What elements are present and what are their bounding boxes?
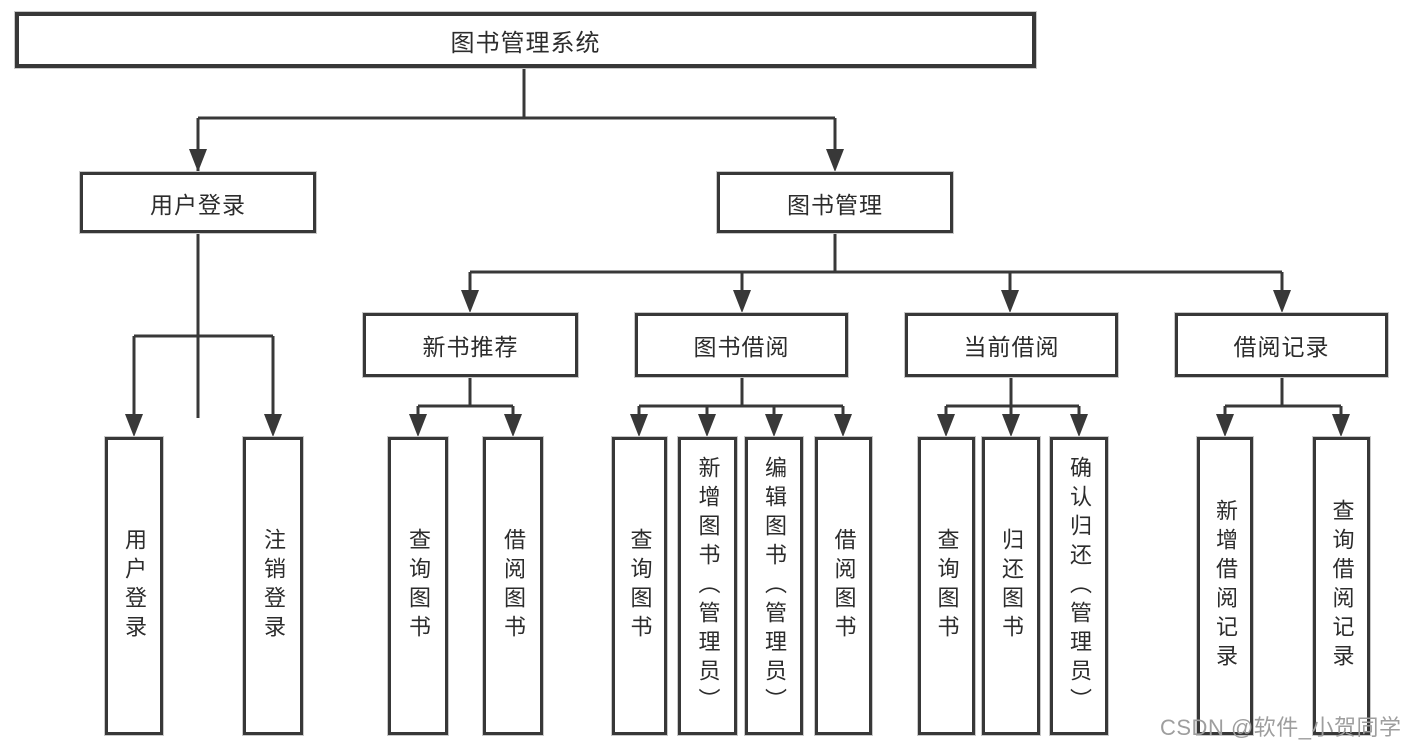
- node-user-login: 用户登录: [80, 172, 316, 233]
- leaf-label: 查询借阅记录: [1329, 499, 1355, 673]
- leaf-add-borrow-record: 新增借阅记录: [1197, 437, 1253, 735]
- leaf-confirm-return-admin: 确认归还（管理员）: [1050, 437, 1108, 735]
- leaf-user-login: 用户登录: [105, 437, 163, 735]
- leaf-label: 查询图书: [406, 528, 431, 644]
- leaf-label: 查询图书: [627, 528, 653, 644]
- node-root-system: 图书管理系统: [15, 12, 1036, 68]
- leaf-label: 新增图书（管理员）: [695, 455, 721, 717]
- leaf-query-borrow-record: 查询借阅记录: [1313, 437, 1370, 735]
- leaf-query-books-recommend: 查询图书: [388, 437, 448, 735]
- leaf-label: 确认归还（管理员）: [1067, 455, 1092, 717]
- leaf-return-books: 归还图书: [982, 437, 1040, 735]
- node-borrow-record: 借阅记录: [1175, 313, 1388, 377]
- watermark: CSDN @软件_小贺同学: [1160, 715, 1402, 740]
- leaf-label: 注销登录: [261, 528, 286, 644]
- node-current-borrow: 当前借阅: [905, 313, 1118, 377]
- leaf-label: 查询图书: [934, 528, 960, 644]
- leaf-add-books-admin: 新增图书（管理员）: [678, 437, 737, 735]
- leaf-label: 用户登录: [122, 528, 147, 644]
- leaf-borrow-books-recommend: 借阅图书: [483, 437, 543, 735]
- leaf-label: 借阅图书: [831, 528, 857, 644]
- arrowheads: [125, 149, 1350, 437]
- leaf-logout: 注销登录: [243, 437, 303, 735]
- node-new-book-recommend: 新书推荐: [363, 313, 578, 377]
- leaf-label: 归还图书: [999, 528, 1024, 644]
- leaf-borrow-books: 借阅图书: [815, 437, 872, 735]
- node-book-borrow: 图书借阅: [635, 313, 848, 377]
- leaf-label: 新增借阅记录: [1213, 499, 1238, 673]
- leaf-query-books-borrow: 查询图书: [612, 437, 667, 735]
- node-book-management: 图书管理: [717, 172, 953, 233]
- leaf-label: 编辑图书（管理员）: [762, 455, 787, 717]
- leaf-edit-books-admin: 编辑图书（管理员）: [745, 437, 803, 735]
- leaf-query-books-current: 查询图书: [918, 437, 975, 735]
- leaf-label: 借阅图书: [501, 528, 526, 644]
